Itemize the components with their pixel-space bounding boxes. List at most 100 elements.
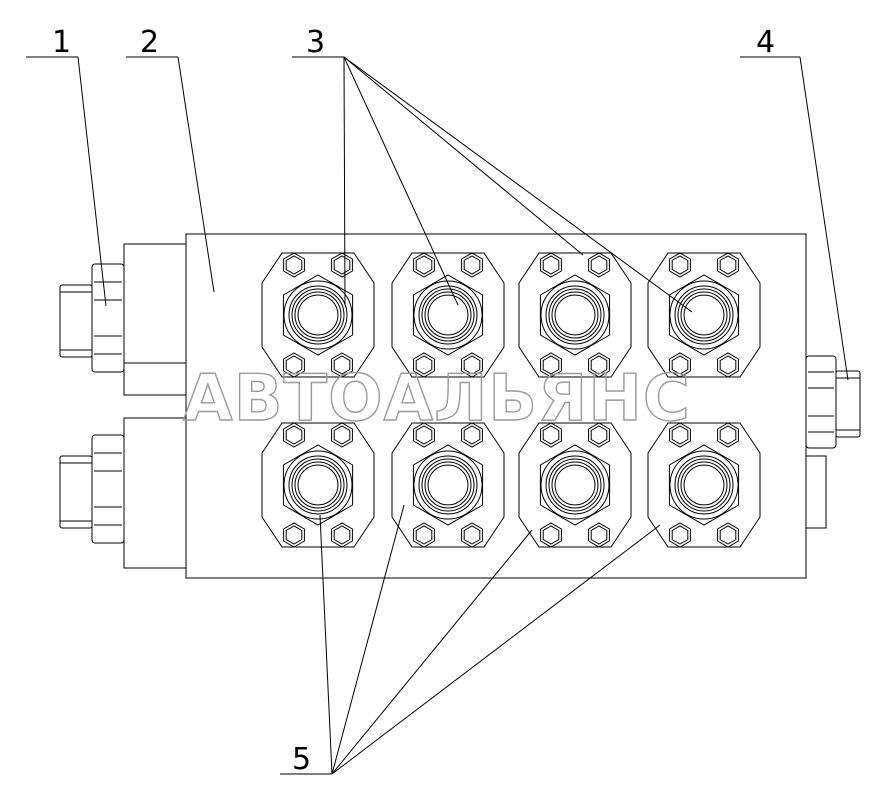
- bolt-head: [413, 422, 435, 448]
- port-ring: [554, 464, 596, 506]
- left-end-plate-upper: [123, 243, 186, 396]
- bolt-head: [283, 422, 305, 448]
- flange-port: [261, 422, 375, 548]
- bolt-head: [283, 352, 305, 378]
- port-ring: [677, 288, 731, 342]
- port-ring: [418, 285, 478, 345]
- bolt-head: [331, 522, 353, 548]
- left-fitting-lower: [59, 434, 125, 544]
- callout-4: 4: [756, 25, 775, 60]
- port-ring: [680, 291, 728, 339]
- flange-port: [261, 252, 375, 378]
- bolt-head: [413, 352, 435, 378]
- port-ring: [291, 288, 345, 342]
- port-ring: [421, 288, 475, 342]
- bolt-head: [331, 252, 353, 278]
- bolt-head: [540, 522, 562, 548]
- bolt-head: [717, 352, 739, 378]
- bolt-head-inner: [415, 425, 433, 445]
- flange-outline: [518, 422, 632, 548]
- bolt-head: [331, 352, 353, 378]
- bolt-head-inner: [719, 355, 737, 375]
- bolt-head-inner: [719, 525, 737, 545]
- bolt-head-inner: [590, 355, 608, 375]
- callout-labels: 1 2 3 4 5: [52, 25, 775, 777]
- bolt-head-inner: [671, 525, 689, 545]
- port-ring: [283, 450, 353, 520]
- port-ring: [291, 458, 345, 512]
- callout-2: 2: [140, 25, 159, 60]
- port-ring: [548, 458, 602, 512]
- bolt-head-inner: [542, 425, 560, 445]
- port-ring: [683, 464, 725, 506]
- bolt-head-inner: [463, 525, 481, 545]
- port-nut: [668, 274, 740, 356]
- bolt-head-inner: [463, 255, 481, 275]
- port-nut: [539, 274, 611, 356]
- port-ring: [288, 285, 348, 345]
- bolt-head: [669, 422, 691, 448]
- port-ring: [413, 280, 483, 350]
- bolt-head-inner: [415, 355, 433, 375]
- bolt-head: [461, 522, 483, 548]
- port-ring: [551, 291, 599, 339]
- bolt-head-inner: [333, 525, 351, 545]
- bolt-head-inner: [671, 425, 689, 445]
- bolt-head: [717, 422, 739, 448]
- port-ring: [669, 450, 739, 520]
- port-ring: [424, 291, 472, 339]
- port-ring: [674, 285, 734, 345]
- bolt-head: [588, 522, 610, 548]
- bolt-head-inner: [590, 425, 608, 445]
- bolt-head-inner: [590, 525, 608, 545]
- bolt-head: [717, 252, 739, 278]
- port-ring: [297, 464, 339, 506]
- bolt-head: [540, 422, 562, 448]
- port-ring: [680, 461, 728, 509]
- port-ring: [540, 450, 610, 520]
- bolt-head: [283, 522, 305, 548]
- bolt-head-inner: [542, 525, 560, 545]
- port-ring: [551, 461, 599, 509]
- right-fitting: [805, 355, 861, 529]
- bolt-head-inner: [463, 425, 481, 445]
- port-ring: [545, 285, 605, 345]
- bolt-head-inner: [285, 255, 303, 275]
- flange-outline: [261, 422, 375, 548]
- bolt-head: [669, 352, 691, 378]
- flange-outline: [391, 422, 505, 548]
- bolt-head: [540, 252, 562, 278]
- port-ring: [540, 280, 610, 350]
- port-ring: [283, 280, 353, 350]
- port-ring: [427, 294, 469, 336]
- bolt-head: [717, 522, 739, 548]
- bolt-head-inner: [719, 255, 737, 275]
- bolt-head-inner: [590, 255, 608, 275]
- bolt-head: [588, 422, 610, 448]
- flange-ports: [261, 252, 761, 548]
- bolt-head-inner: [333, 425, 351, 445]
- bolt-head: [540, 352, 562, 378]
- watermark-text: АВТОАЛЬЯНС: [183, 362, 691, 436]
- bolt-head-inner: [333, 355, 351, 375]
- callout-5: 5: [292, 742, 311, 777]
- port-ring: [421, 458, 475, 512]
- port-ring: [674, 455, 734, 515]
- port-nut: [539, 444, 611, 526]
- port-ring: [288, 455, 348, 515]
- bolt-head: [461, 422, 483, 448]
- port-ring: [294, 461, 342, 509]
- port-nut: [412, 274, 484, 356]
- port-ring: [669, 280, 739, 350]
- bolt-head: [461, 252, 483, 278]
- port-ring: [418, 455, 478, 515]
- bolt-head: [331, 422, 353, 448]
- bolt-head: [669, 252, 691, 278]
- flange-port: [391, 252, 505, 378]
- bolt-head-inner: [285, 425, 303, 445]
- port-ring: [424, 461, 472, 509]
- bolt-head-inner: [415, 525, 433, 545]
- bolt-head: [588, 252, 610, 278]
- bolt-head-inner: [415, 255, 433, 275]
